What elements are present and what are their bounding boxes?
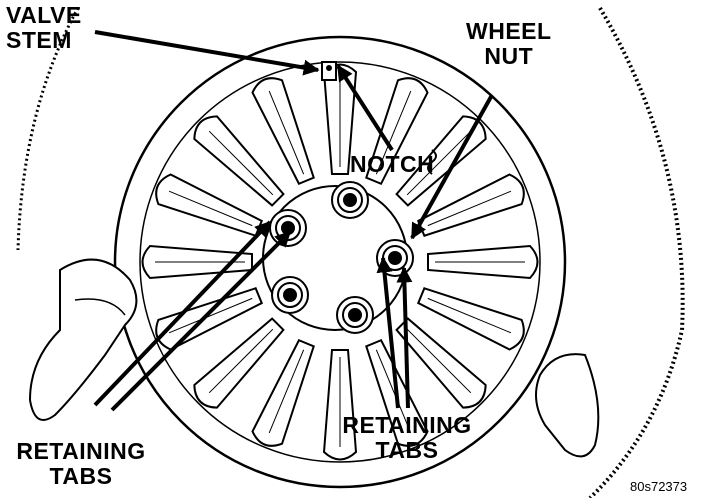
spoke [395, 115, 487, 207]
retaining-tabs-left-leader-2 [110, 230, 292, 412]
spoke [395, 317, 487, 409]
lug-nut [336, 296, 374, 334]
retaining-tabs-right-leader-2 [396, 266, 413, 409]
left-hand [28, 258, 138, 421]
tire-tread-right [588, 6, 685, 498]
valve-stem-label: VALVE STEM [6, 4, 82, 52]
valve-stem-leader [94, 30, 320, 76]
spoke [193, 115, 285, 207]
retaining-tabs-right-line-2: TABS [375, 437, 439, 463]
wheel-nut-leader [410, 94, 494, 240]
spoke [155, 173, 264, 237]
cover-spokes [141, 63, 539, 461]
spoke [427, 244, 539, 280]
valve-stem [321, 61, 337, 81]
wheel-nut-label-line-2: NUT [484, 43, 534, 69]
retaining-tabs-left-line-2: TABS [49, 463, 113, 489]
retaining-tabs-right-leader-1 [376, 256, 400, 409]
retaining-tabs-right-label: RETAINING TABS [332, 414, 482, 462]
wheel-nut-label-line-1: WHEEL [466, 18, 552, 44]
notch-label: NOTCH [350, 151, 435, 177]
spoke [322, 349, 358, 461]
spoke [251, 77, 315, 186]
lug-nut [271, 276, 309, 314]
notch-mark [427, 149, 437, 175]
retaining-tabs-left-leader-1 [93, 220, 272, 407]
spoke [155, 287, 264, 351]
figure-code: 80s72373 [630, 479, 688, 494]
spoke [416, 173, 525, 237]
lug-nut [269, 209, 307, 247]
retaining-tabs-left-line-1: RETAINING [16, 438, 146, 464]
valve-stem-label-line-1: VALVE [6, 2, 82, 28]
left-hand-thumb [74, 298, 126, 316]
lug-nut [331, 181, 369, 219]
valve-stem-label-line-2: STEM [6, 27, 72, 53]
retaining-tabs-left-label: RETAINING TABS [6, 440, 156, 488]
spoke [193, 317, 285, 409]
spoke [365, 77, 429, 186]
wheel-cover-rim [113, 35, 567, 489]
spoke [141, 244, 253, 280]
notch-leader [336, 64, 394, 152]
spoke [251, 338, 315, 447]
spoke [416, 287, 525, 351]
lug-nut [376, 239, 414, 277]
wheel-nut-label: WHEEL NUT [466, 20, 552, 68]
wheel-cover-inner-ring [139, 61, 541, 463]
right-hand [535, 353, 600, 458]
retaining-tabs-right-line-1: RETAINING [342, 412, 472, 438]
